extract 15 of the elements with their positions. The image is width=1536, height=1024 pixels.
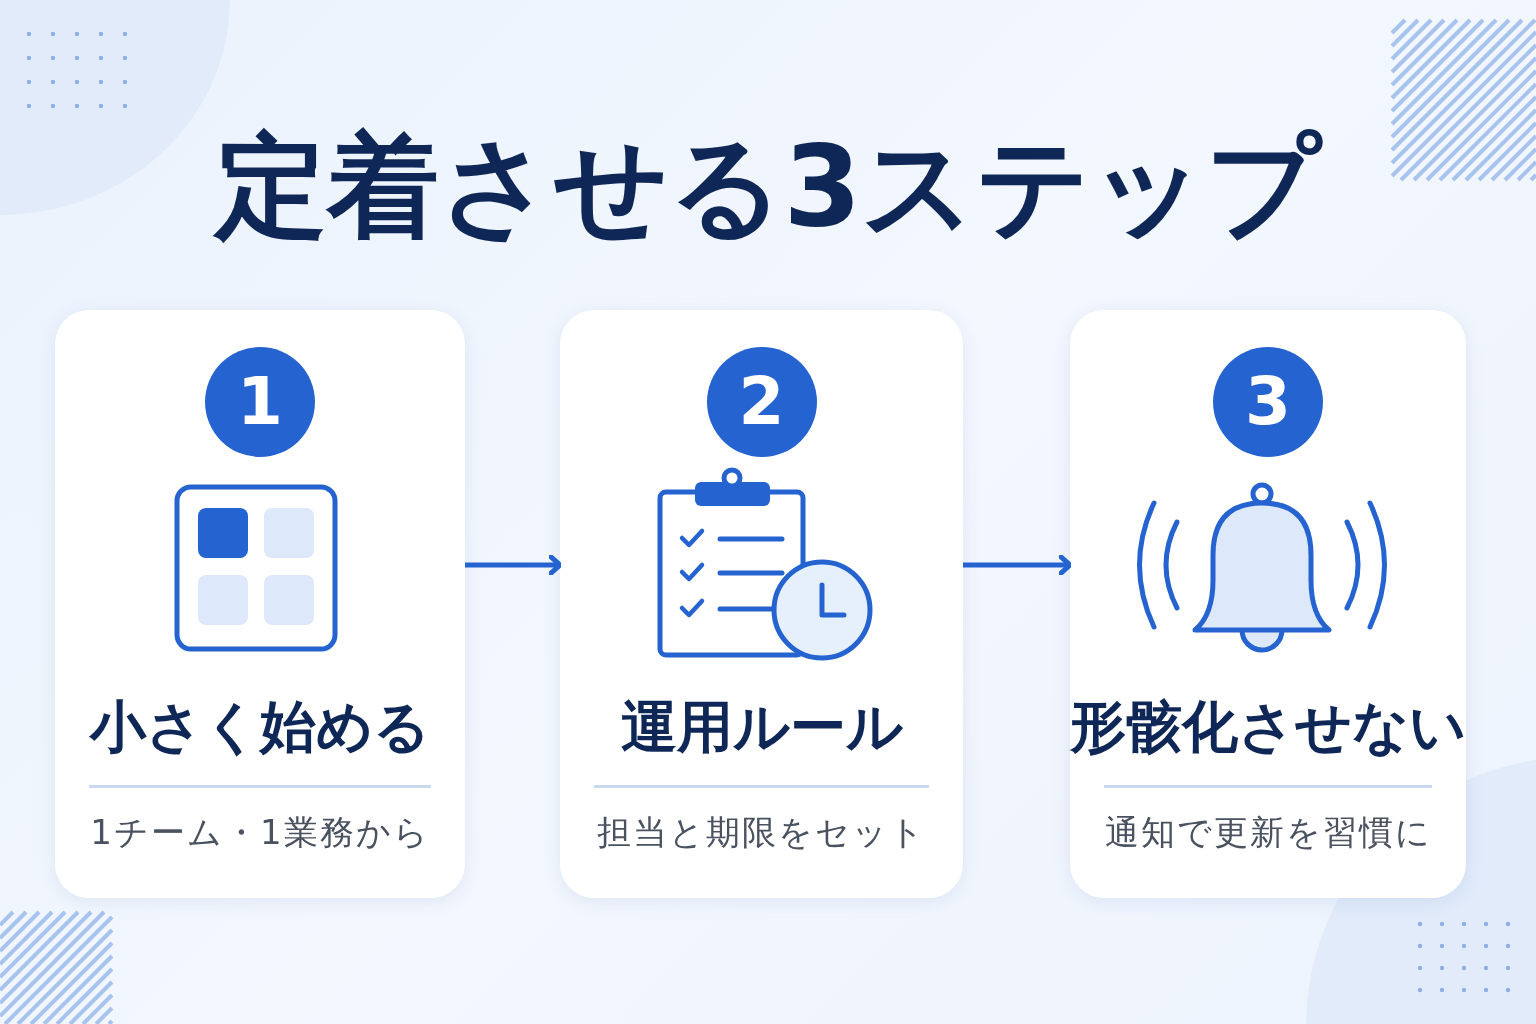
number-badge: 1 xyxy=(205,347,315,457)
step-card xyxy=(1070,310,1466,898)
arrow xyxy=(465,553,563,577)
step-description: 通知で更新を習慣に xyxy=(1103,811,1433,854)
step-card xyxy=(55,310,465,898)
step-title: 小さく始める xyxy=(88,693,431,761)
title: 定着させる3ステップ xyxy=(212,120,1324,253)
step-description: 1チーム・1業務から xyxy=(89,811,431,854)
arrow xyxy=(963,553,1073,577)
step-title: 形骸化させない xyxy=(1070,693,1466,761)
step-title: 運用ルール xyxy=(619,693,904,761)
number-badge: 3 xyxy=(1213,347,1323,457)
step-card xyxy=(560,310,963,898)
number-badge: 2 xyxy=(706,347,817,457)
step-description: 担当と期限をセット xyxy=(596,811,927,854)
